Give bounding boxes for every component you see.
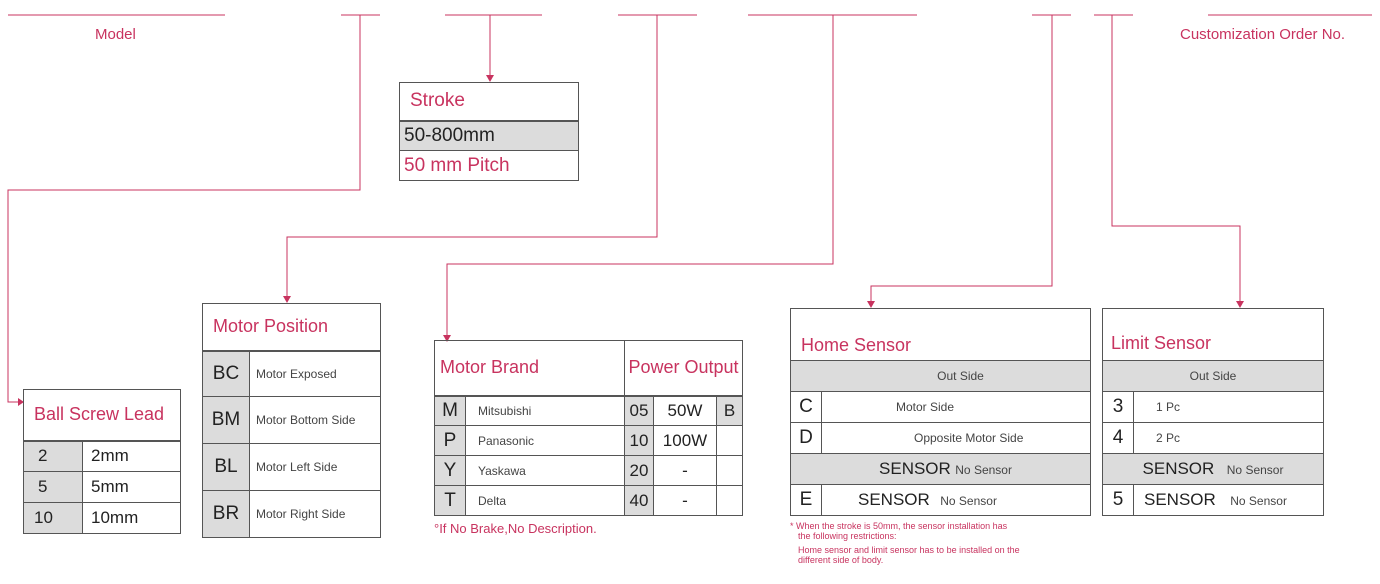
brake-note: °If No Brake,No Description.: [434, 521, 597, 536]
table-row: P Panasonic 10 100W: [434, 425, 743, 456]
sensor-word: SENSOR: [858, 490, 930, 509]
limit-sensor-desc: 2 Pc: [1133, 422, 1324, 454]
ball-screw-value: 5mm: [82, 471, 181, 503]
home-sensor-desc: Opposite Motor Side: [821, 422, 1091, 454]
limit-sensor-code: 3: [1102, 391, 1134, 423]
motor-brand-name: Mitsubishi: [465, 395, 625, 426]
ball-screw-value: 2mm: [82, 440, 181, 472]
motor-brand-name: Yaskawa: [465, 455, 625, 486]
home-sensor-code: C: [790, 391, 822, 423]
power-code: 40: [624, 485, 654, 516]
limit-sensor-outside: Out Side: [1102, 360, 1324, 392]
motor-brand-name: Delta: [465, 485, 625, 516]
power-code: 20: [624, 455, 654, 486]
ball-screw-code: 2: [23, 440, 83, 472]
no-sensor-text: No Sensor: [1230, 494, 1287, 508]
home-sensor-outside: Out Side: [790, 360, 1091, 392]
table-row: E SENSOR No Sensor: [790, 484, 1091, 516]
power-code: 10: [624, 425, 654, 456]
limit-sensor-nosensor-row: SENSOR No Sensor: [1102, 453, 1324, 485]
power-value: -: [653, 455, 717, 486]
motor-brand-code: P: [434, 425, 466, 456]
limit-sensor-5-desc: SENSOR No Sensor: [1133, 484, 1324, 516]
motor-brand-code: Y: [434, 455, 466, 486]
limit-sensor-code: 4: [1102, 422, 1134, 454]
limit-sensor-title: Limit Sensor: [1102, 308, 1324, 361]
limit-sensor-desc: 1 Pc: [1133, 391, 1324, 423]
ball-screw-title: Ball Screw Lead: [23, 389, 181, 442]
power-value: 50W: [653, 395, 717, 426]
no-sensor-text: No Sensor: [955, 463, 1012, 477]
stroke-title: Stroke: [399, 82, 579, 122]
sensor-word: SENSOR: [1142, 459, 1215, 478]
home-sensor-e-desc: SENSOR No Sensor: [821, 484, 1091, 516]
no-sensor-text: No Sensor: [1226, 463, 1284, 477]
table-row: C Motor Side: [790, 391, 1091, 423]
customization-order-label: Customization Order No.: [1180, 26, 1346, 43]
table-row: Y Yaskawa 20 -: [434, 455, 743, 486]
limit-sensor-code: 5: [1102, 484, 1134, 516]
home-sensor-title: Home Sensor: [790, 308, 1091, 361]
motor-position-code: BL: [202, 443, 250, 491]
no-sensor-text: No Sensor: [940, 494, 997, 508]
ball-screw-value: 10mm: [82, 502, 181, 534]
table-row: 5 SENSOR No Sensor: [1102, 484, 1324, 516]
stroke-range: 50-800mm: [399, 120, 579, 151]
sensor-note: * When the stroke is 50mm, the sensor in…: [790, 521, 1020, 565]
motor-position-code: BR: [202, 490, 250, 538]
sensor-note-line: Home sensor and limit sensor has to be i…: [798, 545, 1020, 555]
motor-brand-name: Panasonic: [465, 425, 625, 456]
motor-position-desc: Motor Left Side: [249, 443, 381, 491]
table-row: 2 2mm: [23, 440, 181, 472]
model-label: Model: [95, 26, 136, 43]
power-code: 05: [624, 395, 654, 426]
sensor-note-line: * When the stroke is 50mm, the sensor in…: [790, 521, 1008, 531]
stroke-pitch: 50 mm Pitch: [399, 150, 579, 181]
brake-code: [716, 425, 743, 456]
table-row: T Delta 40 -: [434, 485, 743, 516]
power-output-title: Power Output: [624, 340, 743, 397]
sensor-note-line: the following restrictions:: [798, 531, 897, 541]
home-sensor-code: E: [790, 484, 822, 516]
home-sensor-table: Home Sensor Out Side C Motor Side D Oppo…: [790, 308, 1091, 516]
home-sensor-code: D: [790, 422, 822, 454]
power-value: -: [653, 485, 717, 516]
table-row: M Mitsubishi 05 50W B: [434, 395, 743, 426]
motor-position-code: BC: [202, 350, 250, 397]
motor-brand-code: M: [434, 395, 466, 426]
table-row: 5 5mm: [23, 471, 181, 503]
motor-brand-code: T: [434, 485, 466, 516]
motor-brand-table: Motor Brand Power Output M Mitsubishi 05…: [434, 340, 743, 516]
motor-position-desc: Motor Exposed: [249, 350, 381, 397]
motor-position-desc: Motor Right Side: [249, 490, 381, 538]
ball-screw-table: Ball Screw Lead 2 2mm 5 5mm 10 10mm: [23, 389, 181, 534]
ball-screw-code: 10: [23, 502, 83, 534]
limit-sensor-table: Limit Sensor Out Side 3 1 Pc 4 2 Pc SENS…: [1102, 308, 1324, 516]
home-sensor-nosensor-row: SENSOR No Sensor: [790, 453, 1091, 485]
table-row: 4 2 Pc: [1102, 422, 1324, 454]
brake-code: [716, 485, 743, 516]
motor-position-desc: Motor Bottom Side: [249, 396, 381, 444]
sensor-word: SENSOR: [1144, 490, 1216, 509]
table-row: 3 1 Pc: [1102, 391, 1324, 423]
stroke-table: Stroke 50-800mm 50 mm Pitch: [399, 82, 579, 181]
table-row: 10 10mm: [23, 502, 181, 534]
table-row: BC Motor Exposed: [202, 350, 381, 397]
table-row: BM Motor Bottom Side: [202, 396, 381, 444]
power-value: 100W: [653, 425, 717, 456]
ball-screw-code: 5: [23, 471, 83, 503]
motor-brand-title: Motor Brand: [434, 340, 625, 397]
motor-position-table: Motor Position BC Motor Exposed BM Motor…: [202, 303, 381, 538]
table-row: BR Motor Right Side: [202, 490, 381, 538]
motor-position-title: Motor Position: [202, 303, 381, 352]
sensor-note-line: different side of body.: [798, 555, 884, 565]
motor-position-code: BM: [202, 396, 250, 444]
brake-code: [716, 455, 743, 486]
table-row: D Opposite Motor Side: [790, 422, 1091, 454]
brake-code: B: [716, 395, 743, 426]
table-row: BL Motor Left Side: [202, 443, 381, 491]
sensor-word: SENSOR: [879, 459, 951, 478]
home-sensor-desc: Motor Side: [821, 391, 1091, 423]
